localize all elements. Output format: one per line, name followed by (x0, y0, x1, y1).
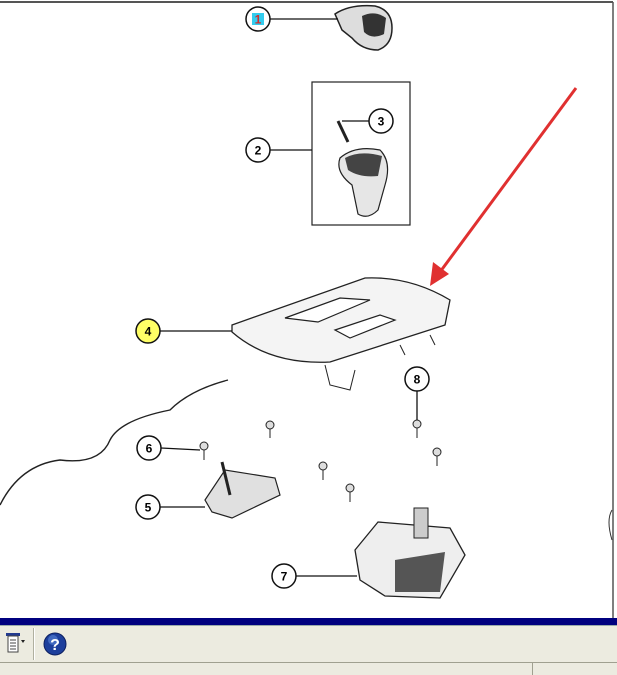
partial-part-edge (608, 509, 613, 541)
help-icon: ? (43, 632, 67, 656)
callout-label: 1 (255, 13, 262, 27)
list-menu-icon (6, 633, 25, 653)
callout-5[interactable]: 5 (135, 494, 161, 520)
callout-7[interactable]: 7 (271, 563, 297, 589)
callout-label: 2 (255, 144, 262, 158)
callout-label: 7 (281, 570, 288, 584)
part-2-shift-knob (338, 148, 389, 217)
svg-text:?: ? (50, 637, 60, 654)
status-bar (0, 663, 617, 675)
cable (0, 379, 229, 506)
part-1-shift-bezel (334, 4, 393, 51)
list-menu-button[interactable] (1, 629, 31, 659)
red-arrow (430, 87, 578, 286)
callout-6[interactable]: 6 (136, 435, 162, 461)
callout-1[interactable]: 1 (245, 6, 271, 32)
callout-label: 3 (378, 115, 385, 129)
part-3-pin (336, 120, 350, 143)
part-5-bracket (204, 461, 281, 519)
sub-assembly-box (311, 81, 411, 226)
callout-label: 5 (145, 501, 152, 515)
toolbar: ? (0, 626, 617, 663)
callout-3[interactable]: 3 (368, 108, 394, 134)
help-button[interactable]: ? (40, 629, 70, 659)
callout-4[interactable]: 4 (135, 318, 161, 344)
callout-8[interactable]: 8 (404, 366, 430, 392)
callout-label: 6 (146, 442, 153, 456)
window-title-bar (0, 618, 617, 626)
status-bar-divider (532, 663, 533, 675)
parts-diagram: 1 2 3 4 5 6 7 8 (0, 1, 614, 618)
part-4-console-bezel (231, 277, 451, 391)
toolbar-separator (33, 628, 35, 660)
callout-label: 4 (145, 325, 152, 339)
callout-label: 8 (414, 373, 421, 387)
callout-2[interactable]: 2 (245, 137, 271, 163)
part-7-shifter-assembly (354, 507, 466, 599)
